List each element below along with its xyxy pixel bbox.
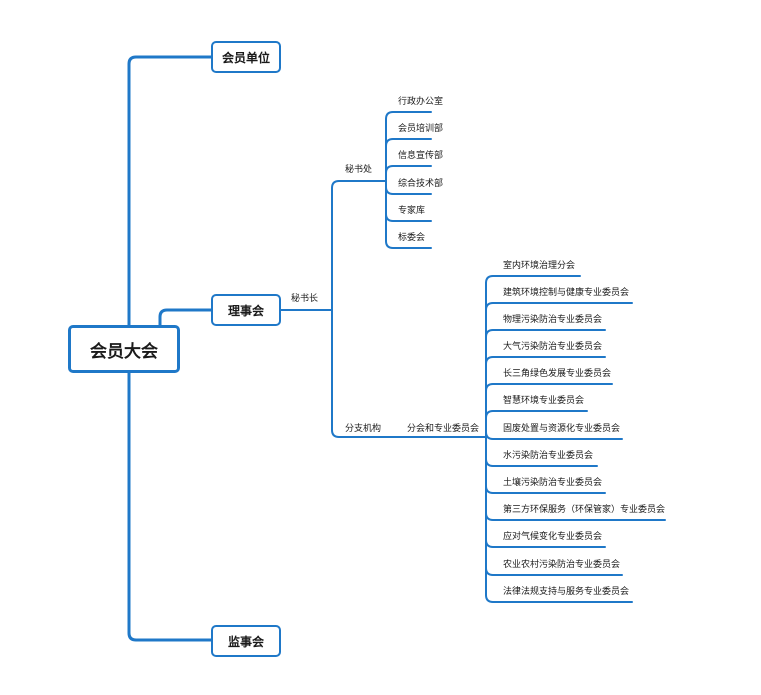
secretariat-item-line [385,240,432,249]
committee-item-line [485,275,581,284]
branches-and-committees-label: 分会和专业委员会 [407,424,480,434]
secretary-general-label: 秘书长 [291,294,319,304]
committee-item-line [485,512,666,521]
committee-item: 应对气候变化专业委员会 [503,532,603,542]
committee-item: 长三角绿色发展专业委员会 [503,369,612,379]
board-of-supervisors-node[interactable]: 监事会 [211,625,281,657]
committee-item: 固废处置与资源化专业委员会 [503,424,621,434]
committee-item: 建筑环境控制与健康专业委员会 [503,288,630,298]
committee-item-line [485,539,606,548]
committee-item-line [485,329,606,338]
secretariat-item: 综合技术部 [398,179,444,189]
committee-item-line [485,485,606,494]
committee-item: 第三方环保服务（环保管家）专业委员会 [503,505,666,515]
secretariat-item-line [385,138,432,147]
secretariat-item-line [385,186,432,195]
committee-item-line [485,302,633,311]
committee-item: 农业农村污染防治专业委员会 [503,560,621,570]
committee-item-line [485,356,606,365]
committee-item: 土壤污染防治专业委员会 [503,478,603,488]
connector-branches [331,309,487,438]
committee-item-line [485,594,633,603]
secretariat-item: 标委会 [398,233,426,243]
committee-item-line [485,431,623,440]
secretariat-item: 信息宣传部 [398,151,444,161]
connector-secretariat [331,180,387,311]
committee-item-line [485,383,613,392]
secretariat-item-line [385,165,432,174]
connector-root-supervisors [127,371,213,642]
committee-item: 法律法规支持与服务专业委员会 [503,587,630,597]
member-units-node[interactable]: 会员单位 [211,41,281,73]
secretariat-label: 秘书处 [345,165,373,175]
secretariat-item-line [385,213,432,222]
secretariat-item-line [385,111,432,120]
committee-item: 智慧环境专业委员会 [503,396,585,406]
council-node[interactable]: 理事会 [211,294,281,326]
branch-organizations-label: 分支机构 [345,424,382,434]
committee-item: 室内环境治理分会 [503,261,576,271]
committee-item: 大气污染防治专业委员会 [503,342,603,352]
committee-item: 物理污染防治专业委员会 [503,315,603,325]
committee-item: 水污染防治专业委员会 [503,451,594,461]
committee-item-line [485,458,598,467]
connector-root-council [158,308,213,327]
secretariat-item: 行政办公室 [398,97,444,107]
committee-item-line [485,410,588,419]
connector-root-members [127,55,213,327]
committee-item-line [485,567,623,576]
secretariat-item: 专家库 [398,206,426,216]
general-assembly-node[interactable]: 会员大会 [68,325,180,373]
secretariat-item: 会员培训部 [398,124,444,134]
